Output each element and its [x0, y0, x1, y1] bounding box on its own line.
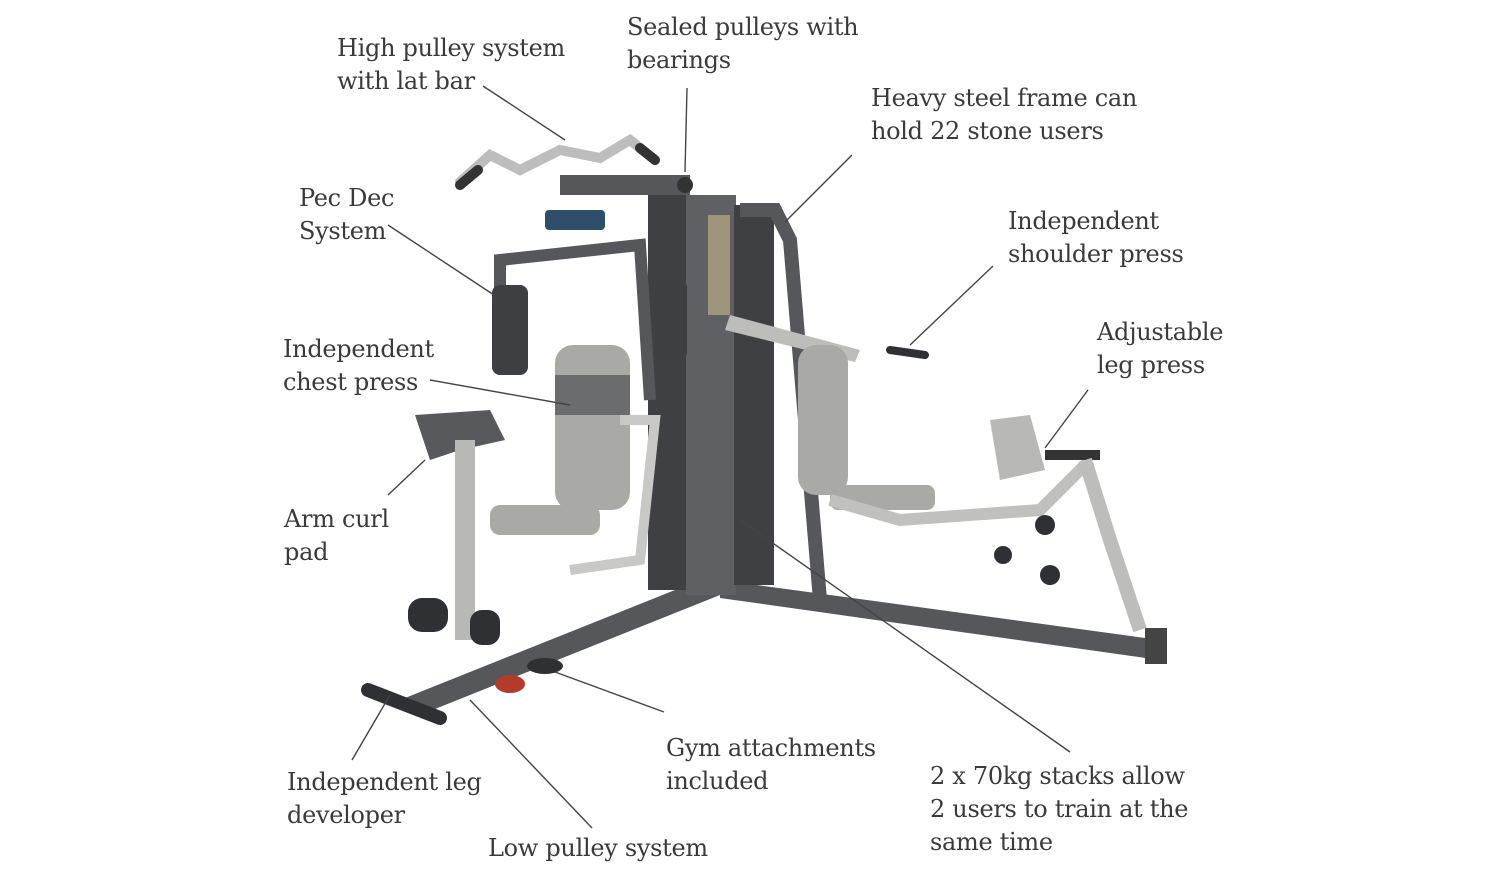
pec-dec-pad [492, 285, 528, 375]
chest-press-arm [569, 415, 661, 575]
pulley-top [677, 177, 693, 193]
label-line: shoulder press [1008, 240, 1184, 268]
label-line: Heavy steel frame can [871, 84, 1138, 112]
leader-stacks [739, 519, 1071, 753]
lat-bar-grip-left [455, 165, 483, 190]
label-line: Arm curl [284, 505, 389, 533]
ankle-strap [495, 675, 525, 693]
leader-low-pulley [469, 699, 593, 829]
pulley-2 [994, 546, 1012, 564]
label-line: 2 users to train at the [930, 795, 1189, 823]
label-line: Gym attachments [666, 734, 876, 762]
label-line: Independent leg [287, 768, 482, 796]
leader-pec-dec [387, 224, 498, 298]
weight-stack-tower-right [734, 205, 774, 585]
backrest-band [555, 375, 630, 415]
label-line: same time [930, 828, 1053, 856]
leader-shoulder-press [909, 265, 994, 346]
label-high-pulley: High pulley system with lat bar [337, 32, 565, 98]
label-line: 2 x 70kg stacks allow [930, 762, 1185, 790]
label-line: pad [284, 538, 329, 566]
backrest-left [555, 345, 630, 510]
leg-press-rail [828, 455, 1095, 527]
leader-attachments [554, 671, 665, 713]
label-line: bearings [627, 46, 731, 74]
label-attachments: Gym attachments included [666, 732, 876, 798]
label-line: hold 22 stone users [871, 117, 1104, 145]
seat-left [490, 505, 600, 535]
label-low-pulley: Low pulley system [488, 832, 708, 865]
label-line: Independent [1008, 207, 1159, 235]
label-leg-developer: Independent leg developer [287, 766, 482, 832]
lat-bar [455, 133, 660, 187]
arm-curl-pad [415, 410, 505, 460]
label-line: High pulley system [337, 34, 566, 62]
label-line: Independent [283, 335, 434, 363]
leader-lines [351, 85, 1089, 829]
leader-arm-curl [387, 459, 426, 496]
label-line: with lat bar [337, 67, 475, 95]
label-line: included [666, 767, 769, 795]
label-arm-curl: Arm curl pad [284, 503, 389, 569]
label-stacks: 2 x 70kg stacks allow 2 users to train a… [930, 760, 1189, 859]
leader-sealed-pulleys [684, 87, 688, 173]
leader-chest-press [429, 379, 571, 406]
pec-dec-pad-right [655, 280, 687, 360]
base-frame-left [400, 580, 720, 715]
label-line: System [299, 217, 387, 245]
label-pec-dec: Pec Dec System [299, 182, 394, 248]
leader-high-pulley [482, 85, 566, 141]
label-line: developer [287, 801, 405, 829]
label-line: leg press [1097, 351, 1205, 379]
pec-dec-top-bar [545, 210, 605, 230]
base-frame-right [720, 580, 1160, 660]
pulley-3 [1040, 565, 1060, 585]
handle-attachment [527, 658, 563, 674]
leader-steel-frame [784, 154, 853, 223]
arm-curl-post [455, 440, 475, 640]
label-line: Adjustable [1097, 318, 1224, 346]
stack-decal [708, 215, 730, 315]
foot-bar [361, 683, 447, 725]
leg-press-support [1078, 457, 1147, 633]
lat-bar-grip-right [635, 143, 660, 165]
pulley-1 [1035, 515, 1055, 535]
label-chest-press: Independent chest press [283, 333, 434, 399]
leg-roller-bottom [408, 598, 448, 632]
label-shoulder-press: Independent shoulder press [1008, 205, 1184, 271]
leg-roller-top [470, 610, 500, 645]
label-line: Sealed pulleys with [627, 13, 859, 41]
label-line: chest press [283, 368, 419, 396]
top-frame [560, 175, 690, 195]
label-steel-frame: Heavy steel frame can hold 22 stone user… [871, 82, 1137, 148]
leader-leg-developer [351, 694, 391, 761]
leg-press-footplate [990, 415, 1045, 480]
leader-leg-press [1044, 389, 1089, 449]
label-line: Pec Dec [299, 184, 395, 212]
shoulder-press-handle [886, 346, 929, 359]
label-leg-press: Adjustable leg press [1097, 316, 1223, 382]
label-line: Low pulley system [488, 834, 708, 862]
backrest-right [798, 345, 848, 495]
label-sealed-pulleys: Sealed pulleys with bearings [627, 11, 859, 77]
foot-end [1145, 628, 1167, 664]
